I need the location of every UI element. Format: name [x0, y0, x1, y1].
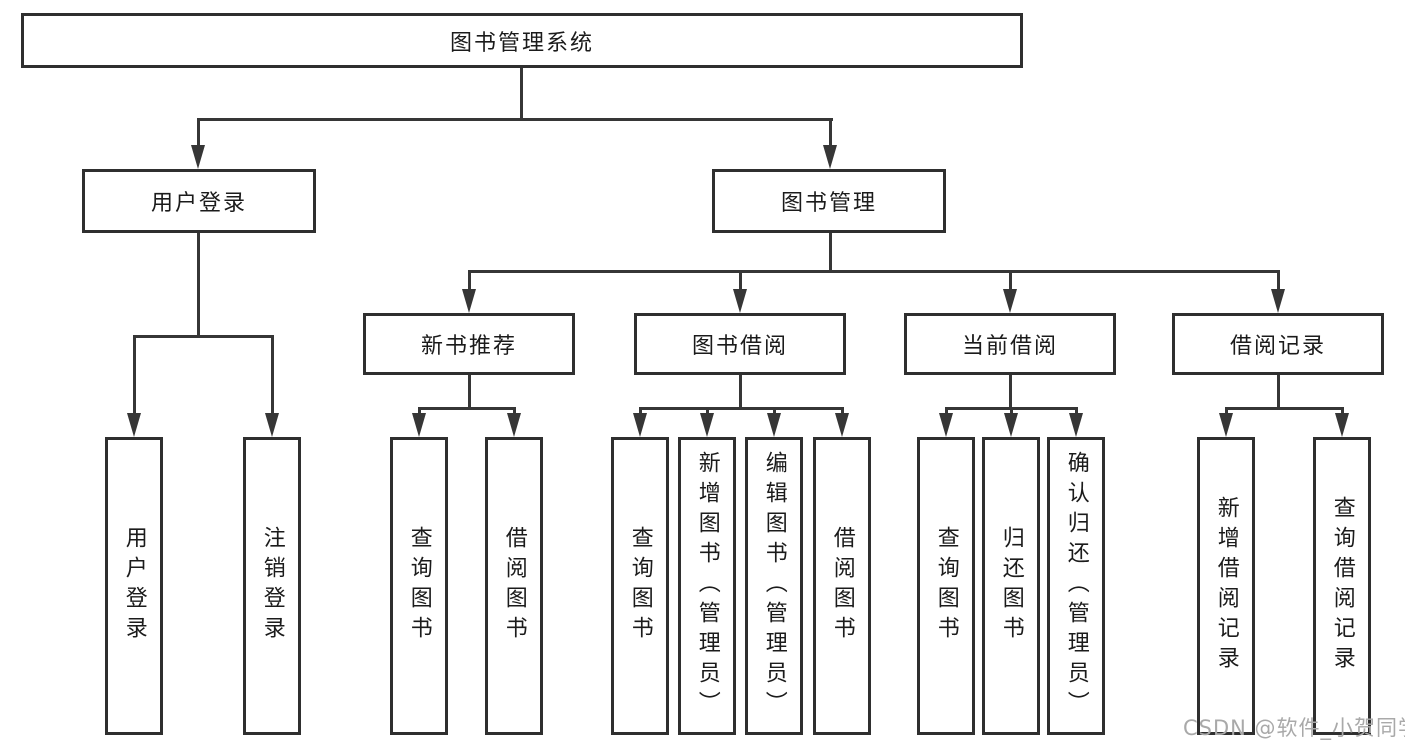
connector-drop	[841, 407, 844, 417]
arrowhead-icon	[1271, 289, 1285, 313]
node-label: 查询图书	[406, 526, 432, 646]
arrowhead-icon	[462, 289, 476, 313]
node-label: 新增借阅记录	[1213, 496, 1239, 676]
connector-newbook-rail	[418, 407, 516, 410]
node-label: 新增图书（管理员）	[694, 451, 720, 721]
connector-drop	[706, 407, 709, 417]
arrowhead-icon	[127, 413, 141, 437]
node-label: 查询借阅记录	[1329, 496, 1355, 676]
csdn-watermark: CSDN @软件_小贺同学	[1183, 716, 1405, 740]
connector-drop	[513, 407, 516, 417]
node-book-management-branch: 图书管理	[712, 169, 946, 233]
leaf-query-books-recommend: 查询图书	[390, 437, 448, 735]
leaf-query-books-borrow: 查询图书	[611, 437, 669, 735]
leaf-add-books-admin: 新增图书（管理员）	[678, 437, 736, 735]
leaf-borrow-books-recommend: 借阅图书	[485, 437, 543, 735]
node-label: 归还图书	[998, 526, 1024, 646]
connector-root-rail	[197, 118, 833, 121]
connector-drop	[639, 407, 642, 417]
connector-borrowrecord-rail	[1225, 407, 1344, 410]
leaf-user-login: 用户登录	[105, 437, 163, 735]
arrowhead-icon	[412, 413, 426, 437]
leaf-query-borrow-record: 查询借阅记录	[1313, 437, 1371, 735]
connector-drop	[1341, 407, 1344, 417]
arrowhead-icon	[1004, 413, 1018, 437]
arrowhead-icon	[1003, 289, 1017, 313]
connector-bookmgmt-stem	[829, 233, 832, 272]
node-root-book-management-system: 图书管理系统	[21, 13, 1023, 68]
arrowhead-icon	[733, 289, 747, 313]
connector-root-stem	[520, 68, 523, 120]
node-borrow-record: 借阅记录	[1172, 313, 1384, 375]
connector-userlogin-stem	[197, 233, 200, 337]
node-label: 图书借阅	[691, 334, 788, 359]
leaf-add-borrow-record: 新增借阅记录	[1197, 437, 1255, 735]
node-label: 当前借阅	[961, 334, 1058, 359]
node-label: 借阅记录	[1229, 334, 1326, 359]
node-label: 图书管理系统	[449, 30, 594, 56]
node-label: 新书推荐	[420, 334, 517, 359]
connector-newbook-stem	[468, 375, 471, 409]
node-new-book-recommend: 新书推荐	[363, 313, 575, 375]
connector-userlogin-rail	[133, 335, 274, 338]
node-book-borrow: 图书借阅	[634, 313, 846, 375]
node-label: 借阅图书	[829, 526, 855, 646]
connector-drop	[829, 118, 832, 148]
arrowhead-icon	[835, 413, 849, 437]
arrowhead-icon	[265, 413, 279, 437]
arrowhead-icon	[507, 413, 521, 437]
node-label: 查询图书	[933, 526, 959, 646]
connector-drop	[468, 270, 471, 292]
node-label: 编辑图书（管理员）	[761, 451, 787, 721]
connector-drop	[1075, 407, 1078, 417]
arrowhead-icon	[700, 413, 714, 437]
connector-drop	[739, 270, 742, 292]
arrowhead-icon	[1069, 413, 1083, 437]
connector-drop	[418, 407, 421, 417]
leaf-confirm-return-admin: 确认归还（管理员）	[1047, 437, 1105, 735]
connector-drop	[773, 407, 776, 417]
arrowhead-icon	[1219, 413, 1233, 437]
arrowhead-icon	[939, 413, 953, 437]
node-label: 确认归还（管理员）	[1063, 451, 1089, 721]
connector-drop	[1010, 407, 1013, 417]
arrowhead-icon	[1335, 413, 1349, 437]
node-label: 借阅图书	[501, 526, 527, 646]
connector-bookmgmt-rail	[468, 270, 1280, 273]
leaf-edit-books-admin: 编辑图书（管理员）	[745, 437, 803, 735]
node-label: 图书管理	[780, 191, 877, 216]
arrowhead-icon	[767, 413, 781, 437]
connector-borrowrecord-stem	[1277, 375, 1280, 409]
connector-drop	[945, 407, 948, 417]
node-label: 查询图书	[627, 526, 653, 646]
connector-drop	[1225, 407, 1228, 417]
node-current-borrow: 当前借阅	[904, 313, 1116, 375]
leaf-query-books-current: 查询图书	[917, 437, 975, 735]
node-label: 注销登录	[259, 526, 285, 646]
node-label: 用户登录	[121, 526, 147, 646]
connector-drop	[271, 335, 274, 415]
leaf-borrow-books: 借阅图书	[813, 437, 871, 735]
leaf-logout: 注销登录	[243, 437, 301, 735]
connector-currentborrow-stem	[1009, 375, 1012, 409]
leaf-return-books: 归还图书	[982, 437, 1040, 735]
connector-drop	[1009, 270, 1012, 292]
arrowhead-icon	[191, 145, 205, 169]
connector-bookborrow-stem	[739, 375, 742, 409]
arrowhead-icon	[633, 413, 647, 437]
connector-drop	[197, 118, 200, 148]
node-user-login-branch: 用户登录	[82, 169, 316, 233]
connector-bookborrow-rail	[639, 407, 844, 410]
arrowhead-icon	[823, 145, 837, 169]
node-label: 用户登录	[150, 191, 247, 216]
connector-drop	[133, 335, 136, 415]
connector-drop	[1277, 270, 1280, 292]
